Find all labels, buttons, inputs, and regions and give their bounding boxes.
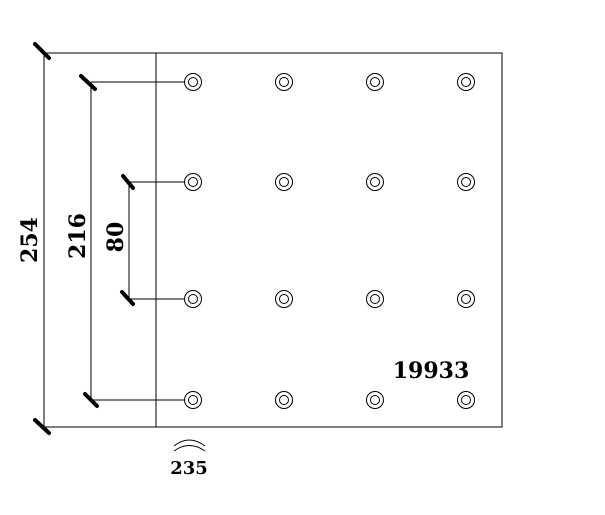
plate-outline <box>43 52 503 428</box>
rivet-hole <box>457 173 475 191</box>
dim-254-label: 254 <box>17 217 43 263</box>
rivet-hole <box>457 73 475 91</box>
rivet-hole-inner-ring <box>188 395 198 405</box>
rivet-hole-inner-ring <box>279 177 289 187</box>
rivet-hole <box>366 173 384 191</box>
dim-216-tick-top <box>79 74 97 91</box>
dim-80-tick-top <box>121 174 135 190</box>
arc-symbol-inner <box>173 445 206 452</box>
rivet-hole <box>184 73 202 91</box>
rivet-hole <box>275 73 293 91</box>
rivet-hole-inner-ring <box>370 294 380 304</box>
arc-symbol-outer <box>173 439 206 447</box>
rivet-hole-inner-ring <box>188 77 198 87</box>
rivet-hole-inner-ring <box>461 77 471 87</box>
rivet-hole-inner-ring <box>461 294 471 304</box>
rivet-hole <box>366 73 384 91</box>
rivet-hole-inner-ring <box>370 77 380 87</box>
rivet-hole-inner-ring <box>370 395 380 405</box>
rivet-hole <box>275 391 293 409</box>
dim-216-tick-bottom <box>83 392 99 408</box>
rivet-hole <box>457 391 475 409</box>
rivet-hole-inner-ring <box>370 177 380 187</box>
rivet-hole-grid <box>184 73 475 409</box>
rivet-hole <box>184 391 202 409</box>
rivet-hole-inner-ring <box>188 294 198 304</box>
part-number: 19933 <box>393 358 470 384</box>
rivet-hole-inner-ring <box>279 395 289 405</box>
rivet-hole <box>184 173 202 191</box>
rivet-hole-inner-ring <box>461 177 471 187</box>
rivet-hole <box>275 290 293 308</box>
rivet-hole <box>366 290 384 308</box>
rivet-hole <box>457 290 475 308</box>
rivet-hole <box>275 173 293 191</box>
dim-254-tick-bottom <box>33 418 51 435</box>
dim-235-label: 235 <box>170 458 208 479</box>
dim-80-label: 80 <box>103 222 129 253</box>
dim-80-tick-bottom <box>120 290 135 306</box>
dim-254-tick-top <box>33 42 51 60</box>
rivet-hole <box>184 290 202 308</box>
dim-216-label: 216 <box>65 213 91 259</box>
rivet-hole-inner-ring <box>461 395 471 405</box>
rivet-hole-inner-ring <box>188 177 198 187</box>
rivet-hole-inner-ring <box>279 294 289 304</box>
rivet-hole-inner-ring <box>279 77 289 87</box>
rivet-hole <box>366 391 384 409</box>
